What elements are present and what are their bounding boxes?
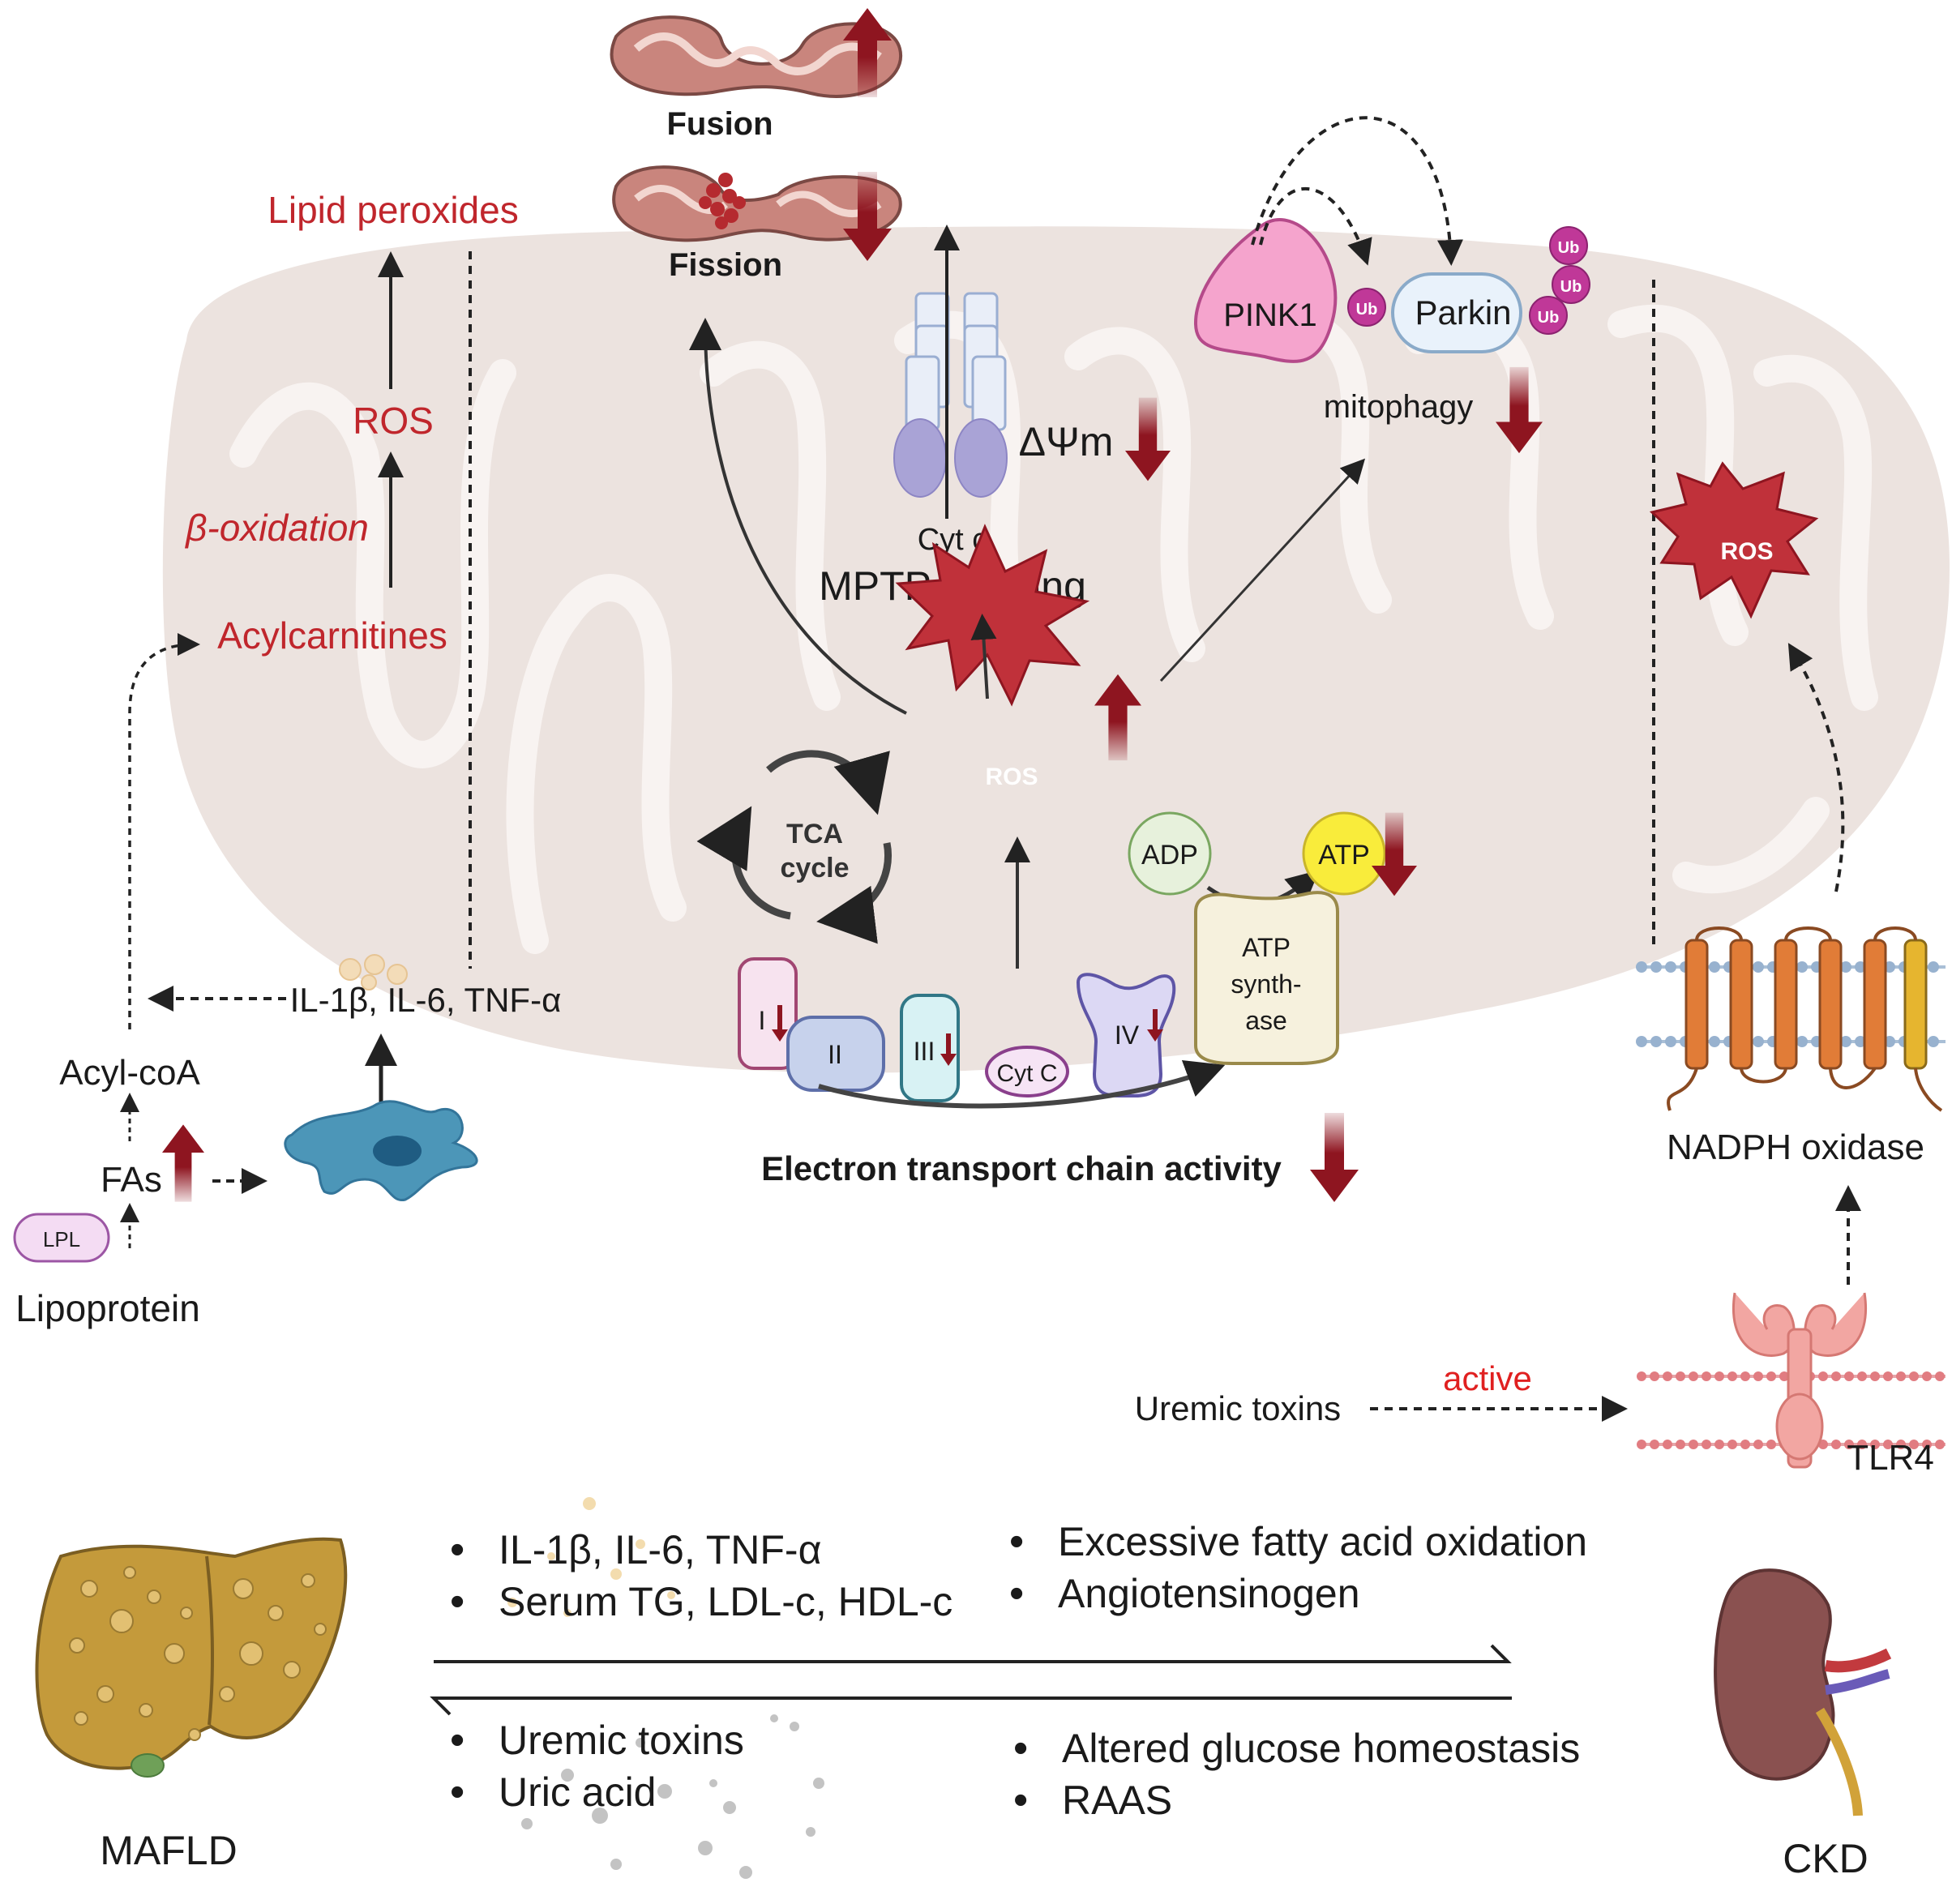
- ros-center-label: ROS: [985, 764, 1038, 790]
- nadph-oxidase-label: NADPH oxidase: [1667, 1127, 1924, 1167]
- complex-iv-label: IV: [1115, 1020, 1140, 1050]
- mptp-channel-icon: [893, 292, 1008, 498]
- atp-synthase-l3: ase: [1245, 1006, 1287, 1035]
- to-mafld-left-list: Uremic toxins Uric acid: [450, 1714, 744, 1818]
- cytokine-dots: [339, 954, 408, 991]
- mitophagy-label: mitophagy: [1324, 389, 1474, 425]
- nadph-to-ros-arrow: [1787, 643, 1845, 892]
- pink1-label: PINK1: [1223, 297, 1317, 333]
- ub-pink1: [1347, 288, 1386, 327]
- adp-label: ADP: [1141, 840, 1198, 871]
- pink1-to-parkin-outer-dashed-arrow: [1251, 116, 1463, 266]
- kidney-icon: [1714, 1568, 1892, 1816]
- liver-icon: [35, 1537, 348, 1778]
- lpl-badge: [13, 1213, 110, 1263]
- acyl-coa-label: Acyl-coA: [59, 1053, 200, 1093]
- tca-line2-label: cycle: [780, 853, 849, 884]
- ros-left-label: ROS: [353, 400, 434, 442]
- to-mafld-left-item-1: Uremic toxins: [450, 1714, 744, 1766]
- fission-label: Fission: [669, 247, 782, 283]
- ros-right-label: ROS: [1720, 538, 1773, 565]
- mafld-to-ckd-arrow: [434, 1644, 1512, 1663]
- lipoprotein-label: Lipoprotein: [15, 1287, 200, 1329]
- etc-activity-label: Electron transport chain activity: [761, 1149, 1282, 1187]
- ub-parkin-3-label: Ub: [1538, 309, 1560, 327]
- to-mafld-left-item-2: Uric acid: [450, 1766, 744, 1818]
- beta-oxidation-label: β-oxidation: [184, 507, 369, 549]
- fas-label: FAs: [101, 1160, 162, 1200]
- to-mafld-right-item-2: RAAS: [1013, 1774, 1580, 1826]
- ros-right-burst: [1649, 461, 1819, 619]
- to-ckd-left-item-2: Serum TG, LDL-c, HDL-c: [450, 1576, 952, 1628]
- tca-line1-label: TCA: [786, 819, 843, 849]
- complex-iii-label: III: [914, 1037, 935, 1066]
- atp-synthase-l2: synth-: [1231, 969, 1301, 999]
- to-mafld-right-list: Altered glucose homeostasis RAAS: [1013, 1722, 1580, 1826]
- atp-circle: [1302, 811, 1386, 896]
- ckd-to-mafld-arrow: [430, 1696, 1512, 1716]
- cytc-chain-label: Cyt C: [997, 1060, 1058, 1087]
- lpl-label: LPL: [43, 1227, 80, 1252]
- macrophage-icon: [284, 1100, 478, 1201]
- ub-parkin-3: [1529, 296, 1568, 335]
- fission-mito-icon: [612, 165, 902, 242]
- mafld-label: MAFLD: [100, 1828, 237, 1873]
- uremic-toxins-right-label: Uremic toxins: [1135, 1389, 1341, 1427]
- complex-i-label: I: [759, 1006, 766, 1035]
- delta-psi-label: ΔΨm: [1019, 419, 1114, 464]
- atp-synthase-shape: [1194, 891, 1339, 1065]
- adp-circle: [1128, 811, 1212, 896]
- nadph-oxidase-icon: [1667, 926, 1943, 1112]
- ckd-label: CKD: [1783, 1836, 1869, 1881]
- fusion-label: Fusion: [666, 106, 773, 142]
- tlr4-label: TLR4: [1847, 1438, 1934, 1478]
- to-mafld-right-item-1: Altered glucose homeostasis: [1013, 1722, 1580, 1774]
- lipid-peroxides-label: Lipid peroxides: [268, 189, 518, 231]
- fas-up-arrow: [162, 1124, 204, 1202]
- etc-down-arrow: [1310, 1113, 1359, 1202]
- to-ckd-right-item-2: Angiotensinogen: [1009, 1568, 1587, 1619]
- left-cytokines-label: IL-1β, IL-6, TNF-α: [290, 981, 562, 1019]
- atp-label: ATP: [1318, 840, 1370, 871]
- parkin-shape: [1391, 272, 1522, 353]
- ub-parkin-2-label: Ub: [1560, 278, 1582, 296]
- pink1-shape: [1193, 218, 1338, 363]
- electron-flow-arrow: [818, 1060, 1226, 1109]
- ros-to-mptp-arrow: [970, 614, 997, 700]
- ub-pink1-label: Ub: [1356, 301, 1378, 319]
- ub-parkin-1-label: Ub: [1558, 239, 1580, 257]
- complex-ii-label: II: [828, 1040, 842, 1069]
- to-ckd-right-item-1: Excessive fatty acid oxidation: [1009, 1516, 1587, 1568]
- ub-parkin-2: [1552, 265, 1590, 304]
- complex-i: [738, 957, 798, 1070]
- active-label: active: [1443, 1359, 1532, 1397]
- to-ckd-left-list: IL-1β, IL-6, TNF-α Serum TG, LDL-c, HDL-…: [450, 1524, 952, 1628]
- ros-to-fission-arrow: [689, 318, 907, 715]
- parkin-label: Parkin: [1415, 293, 1511, 332]
- acylcoa-to-acylcarnitine-arrow: [128, 633, 200, 1029]
- tca-cycle-icon: [696, 750, 893, 944]
- ros-to-mitophagy-arrow: [1159, 458, 1366, 682]
- cytc-chain-shape: [985, 1046, 1069, 1097]
- fusion-mito-icon: [610, 15, 903, 98]
- to-ckd-right-list: Excessive fatty acid oxidation Angiotens…: [1009, 1516, 1587, 1619]
- complex-iii: [900, 994, 960, 1102]
- atp-synthase-l1: ATP: [1242, 933, 1291, 962]
- to-ckd-left-item-1: IL-1β, IL-6, TNF-α: [450, 1524, 952, 1576]
- ub-parkin-1: [1549, 226, 1588, 265]
- acylcarnitines-label: Acylcarnitines: [217, 614, 447, 657]
- tlr4-icon: [1732, 1292, 1867, 1469]
